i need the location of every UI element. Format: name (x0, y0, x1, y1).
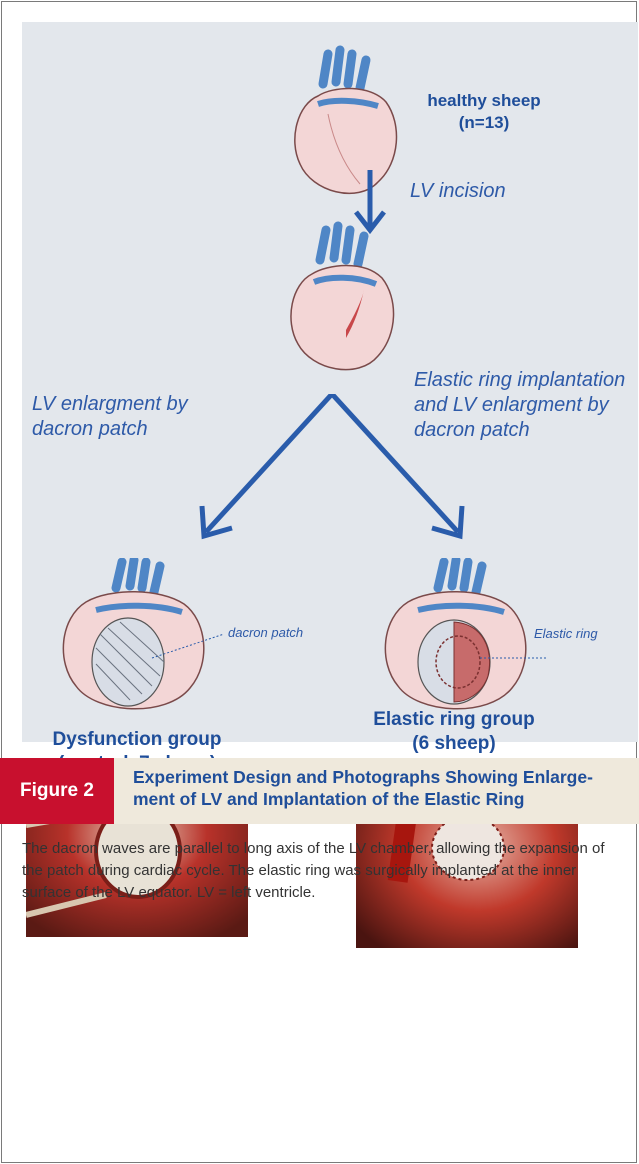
healthy-heart-illustration (288, 44, 408, 204)
left-branch-label: LV enlargment by dacron patch (32, 392, 188, 442)
dacron-patch-annotation: dacron patch (228, 625, 303, 640)
caption-header: Figure 2 Experiment Design and Photograp… (0, 758, 639, 824)
dacron-patch-heart-illustration (56, 558, 226, 718)
lv-incision-label: LV incision (410, 180, 506, 203)
figure-title: Experiment Design and Photographs Showin… (133, 766, 623, 810)
elastic-ring-annotation: Elastic ring (534, 626, 598, 641)
figure-diagram: healthy sheep (n=13) LV incision LV enla… (22, 22, 638, 742)
elastic-ring-group-label: Elastic ring group (6 sheep) (344, 708, 564, 756)
elastic-ring-heart-illustration (378, 558, 548, 718)
right-branch-label: Elastic ring implantation and LV enlargm… (414, 368, 625, 443)
figure-number-badge: Figure 2 (0, 758, 114, 824)
healthy-sheep-label: healthy sheep (n=13) (404, 90, 564, 134)
incised-heart-illustration (284, 220, 408, 380)
figure-caption: The dacron waves are parallel to long ax… (22, 838, 622, 904)
